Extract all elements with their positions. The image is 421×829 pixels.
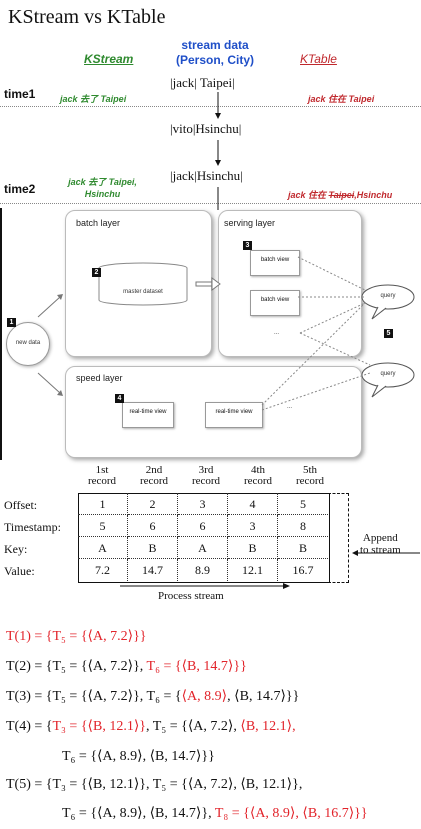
new-data-node: [6, 322, 50, 366]
process-stream-label: Process stream: [158, 590, 224, 602]
serving-layer-label: serving layer: [224, 218, 276, 228]
record-cell: 3: [178, 493, 228, 515]
record-cell: B: [228, 537, 278, 559]
formula-t4: T(4) = {T₃ = {⟨B, 12.1⟩}, T₅ = {⟨A, 7.2⟩…: [6, 719, 296, 734]
realtime-view-1: real-time view: [122, 402, 174, 428]
kstream-label: KStream: [84, 52, 134, 66]
formula-t2: T(2) = {T₅ = {⟨A, 7.2⟩}, T₆ = {⟨B, 14.7⟩…: [6, 659, 247, 674]
append-arrow: [352, 544, 420, 562]
record-cell: 12.1: [228, 559, 278, 581]
left-arrow-icon: [352, 550, 420, 556]
time2-ktable-struck: Taipei: [328, 190, 355, 200]
master-dataset-label: master dataset: [123, 289, 163, 295]
page-title: KStream vs KTable: [8, 6, 166, 28]
record-cell: 6: [178, 515, 228, 537]
query-label-2: query: [380, 371, 396, 377]
formula-t4-cont: T₆ = {⟨A, 8.9⟩, ⟨B, 14.7⟩}}: [62, 749, 215, 764]
time2-kstream-line2: Hsinchu: [84, 189, 121, 199]
lambda-connectors: [37, 256, 371, 411]
query-bubble-1-icon: [361, 284, 415, 320]
step-4-badge: 4: [115, 394, 124, 403]
record-cell: 1: [78, 493, 128, 515]
formula-t5: T(5) = {T₃ = {⟨B, 12.1⟩}, T₅ = {⟨A, 7.2⟩…: [6, 777, 303, 792]
realtime-view-2: real-time view: [205, 402, 263, 428]
speed-layer-label: speed layer: [76, 373, 123, 383]
record-cell: B: [128, 537, 178, 559]
record-row-1: |jack| Taipei|: [170, 75, 235, 90]
formula-t1: T(1) = {T₅ = {⟨A, 7.2⟩}}: [6, 629, 147, 644]
time2-divider: [0, 203, 421, 204]
query-label-1: query: [380, 293, 396, 299]
time2-ktable-suffix: ,Hsinchu: [354, 190, 393, 200]
stream-arrows: [215, 92, 221, 210]
serving-layer-box: [218, 210, 362, 357]
step-5-badge: 5: [384, 329, 393, 338]
record-cell: A: [178, 537, 228, 559]
formula-t5-cont: T₆ = {⟨A, 8.9⟩, ⟨B, 14.7⟩}, T₈ = {⟨A, 8.…: [62, 806, 368, 821]
records-grid: [78, 493, 330, 583]
query-bubble-2-icon: [361, 362, 415, 398]
record-cell: 4: [228, 493, 278, 515]
row-label-key: Key:: [4, 542, 28, 556]
record-cell: 3: [228, 515, 278, 537]
lambda-left-border: [0, 208, 2, 460]
stream-header-line1: stream data: [181, 38, 249, 52]
time2-ktable: jack 住在 Taipei,Hsinchu: [288, 188, 392, 201]
time1-kstream: jack 去了 Taipei: [60, 94, 127, 104]
process-arrow-icon: [120, 583, 290, 589]
step-3-badge: 3: [243, 241, 252, 250]
record-cell: 16.7: [292, 563, 314, 577]
record-cell: 8: [278, 515, 328, 537]
stream-data-header: stream data (Person, City): [150, 38, 280, 68]
records-grid-dashed-slot: [328, 493, 349, 583]
ktable-label: KTable: [300, 52, 337, 66]
append-line1: Append: [362, 532, 398, 544]
time2-kstream: jack 去了 Taipei, Hsinchu: [55, 176, 150, 200]
record-row-2: |vito|Hsinchu|: [170, 121, 242, 136]
row-label-value: Value:: [4, 564, 35, 578]
serving-ellipsis: ...: [274, 330, 280, 336]
step-2-badge: 2: [92, 268, 101, 277]
row-label-timestamp: Timestamp:: [4, 520, 61, 534]
row-label-offset: Offset:: [4, 498, 38, 512]
time2-label: time2: [4, 182, 36, 196]
batch-view-2: batch view: [250, 290, 300, 316]
record-cell: 5: [278, 493, 328, 515]
record-cell: 7.2: [78, 559, 128, 581]
record-cell: 6: [128, 515, 178, 537]
time2-ktable-prefix: jack 住在: [288, 190, 329, 200]
step-1-badge: 1: [7, 318, 16, 327]
record-cell: 5: [78, 515, 128, 537]
record-cell: 14.7: [128, 559, 178, 581]
row-labels: Offset: Timestamp: Key: Value:: [4, 494, 61, 582]
time1-ktable: jack 住在 Taipei: [308, 94, 375, 104]
speed-ellipsis: ...: [287, 404, 293, 410]
batch-layer-label: batch layer: [76, 218, 121, 228]
formula-t3: T(3) = {T₅ = {⟨A, 7.2⟩}, T₆ = {⟨A, 8.9⟩,…: [6, 689, 300, 704]
batch-view-1: batch view: [250, 250, 300, 276]
time1-label: time1: [4, 87, 36, 101]
time2-kstream-line1: jack 去了 Taipei,: [68, 177, 137, 187]
append-line2: to stream: [360, 544, 401, 556]
record-cell: 2: [128, 493, 178, 515]
record-row-3: |jack|Hsinchu|: [170, 168, 243, 183]
new-data-label: new data: [15, 340, 41, 346]
record-cell: B: [278, 537, 328, 559]
time1-divider: [0, 106, 421, 107]
stream-header-line2: (Person, City): [175, 53, 254, 67]
record-cell: 8.9: [178, 559, 228, 581]
record-cell: A: [78, 537, 128, 559]
